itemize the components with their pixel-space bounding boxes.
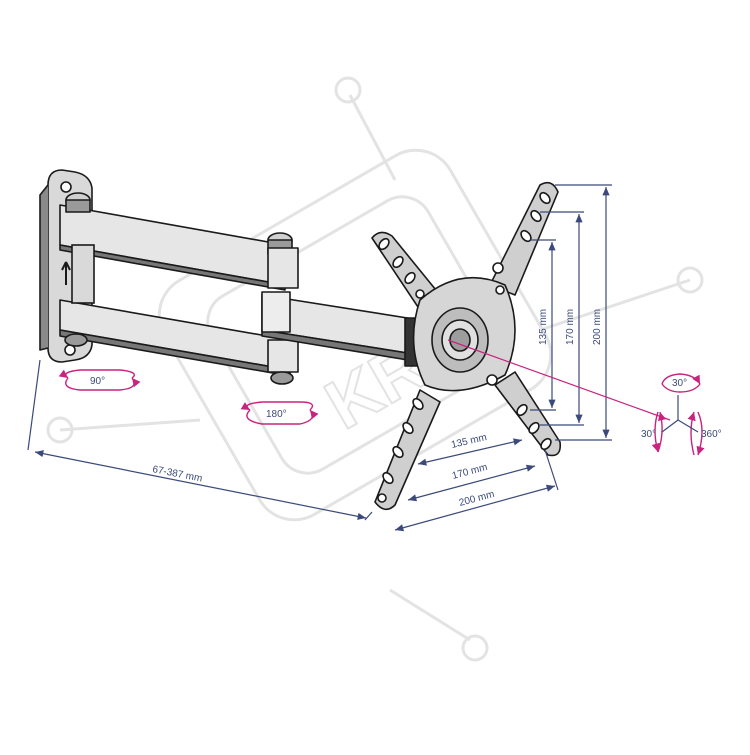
rotation-label-tilt-up: 30°: [672, 378, 687, 389]
rotate-90-arrow-icon: [65, 377, 141, 391]
rotate-180-arrow-icon: [246, 409, 319, 425]
tilt-up-arrow-icon: [661, 373, 701, 385]
dimension-lines: [27, 184, 612, 532]
h-dim-200: [394, 484, 556, 532]
v-dim-label-200: 200 mm: [592, 309, 603, 345]
upper-arm: [59, 192, 299, 291]
v-dim-label-170: 170 mm: [565, 309, 576, 345]
v-dim-label-135: 135 mm: [538, 309, 549, 345]
rotation-indicators: [58, 369, 705, 456]
arm-extension-label: 67-387 mm: [151, 464, 203, 484]
up-arrow-icon: [61, 261, 71, 285]
rotate-360-arrow-icon: [696, 411, 705, 456]
h-dim-label-135: 135 mm: [450, 432, 488, 451]
arm-link: [71, 244, 95, 304]
rotation-label-rotate: 360°: [701, 429, 722, 440]
rotation-label-arm: 180°: [266, 409, 287, 420]
arm-extension-line: [34, 450, 367, 520]
watermark: KR: [46, 76, 704, 662]
tilt-side-arrow-icon: [651, 411, 660, 453]
lower-arm: [59, 299, 299, 385]
h-dim-label-170: 170 mm: [451, 462, 489, 482]
h-dim-135: [417, 438, 523, 466]
vesa-leg-lower-right: [494, 371, 562, 457]
axis-cross: [661, 395, 699, 433]
rotation-label-wall: 90°: [90, 376, 105, 387]
h-dim-label-200: 200 mm: [458, 489, 496, 509]
rotation-axis-line: [447, 339, 671, 421]
vesa-bracket: [371, 181, 562, 511]
rotation-label-tilt-side: 30°: [641, 429, 656, 440]
